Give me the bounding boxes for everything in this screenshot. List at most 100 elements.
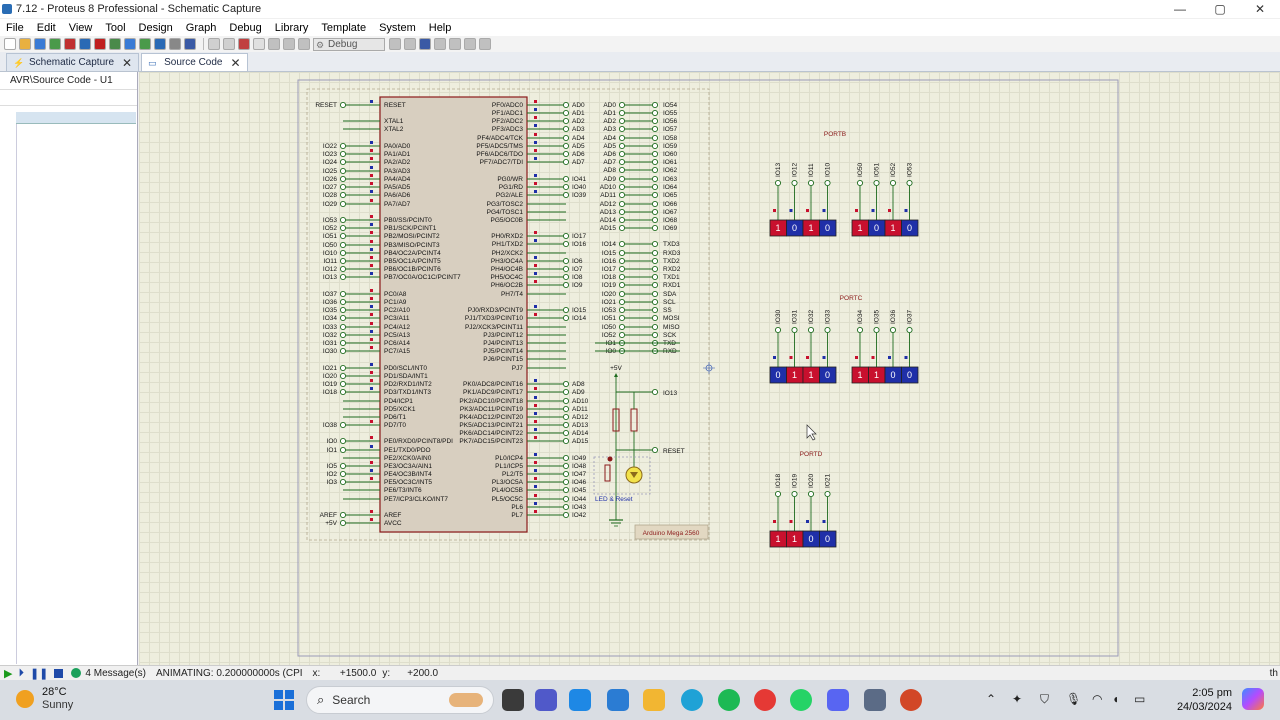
tab-source-code[interactable]: ▭ Source Code ✕ bbox=[141, 53, 248, 71]
play-icon[interactable]: ▶ bbox=[4, 667, 13, 680]
security-icon[interactable]: ⛉ bbox=[1040, 692, 1050, 706]
weather-condition: Sunny bbox=[42, 699, 74, 711]
page-icon[interactable] bbox=[253, 38, 265, 50]
pin-state-marker bbox=[534, 280, 537, 283]
pin-state-marker bbox=[534, 379, 537, 382]
logic-probe-value: 1 bbox=[808, 370, 813, 380]
cut-icon[interactable] bbox=[223, 38, 235, 50]
net-terminal bbox=[339, 167, 347, 175]
outlook-icon[interactable] bbox=[569, 689, 591, 711]
powerpoint-icon[interactable] bbox=[900, 689, 922, 711]
paste-icon[interactable] bbox=[479, 38, 491, 50]
net-terminal bbox=[339, 224, 347, 232]
right-net-label: IO46 bbox=[572, 479, 586, 486]
step-icon[interactable]: ⏵ bbox=[18, 666, 24, 679]
menu-edit[interactable]: Edit bbox=[36, 21, 56, 34]
microphone-icon[interactable]: 🎙 bbox=[1066, 692, 1082, 706]
zoom-in-icon[interactable] bbox=[434, 38, 446, 50]
save-file-icon[interactable] bbox=[34, 38, 46, 50]
menu-help[interactable]: Help bbox=[428, 21, 452, 34]
tab-schematic-capture[interactable]: ⚡ Schematic Capture ✕ bbox=[6, 53, 140, 71]
probe-pin-label: IO52 bbox=[890, 163, 897, 177]
panel-body[interactable] bbox=[16, 124, 136, 664]
proteus-app-icon bbox=[2, 4, 12, 14]
pin-state-marker bbox=[534, 108, 537, 111]
net-terminal bbox=[651, 257, 659, 265]
help-icon[interactable] bbox=[184, 38, 196, 50]
pin-state-marker bbox=[534, 239, 537, 242]
pin-state-marker bbox=[534, 124, 537, 127]
bridge-net-label: IO0 bbox=[606, 348, 617, 355]
search-icon[interactable] bbox=[419, 38, 431, 50]
discord-icon[interactable] bbox=[827, 689, 849, 711]
right-pin-label: PH1/TXD2 bbox=[492, 241, 523, 248]
right-net-label: IO39 bbox=[572, 192, 586, 199]
volume-icon[interactable]: ◖ bbox=[1112, 692, 1120, 706]
edge-icon[interactable] bbox=[681, 689, 703, 711]
menu-debug[interactable]: Debug bbox=[229, 21, 262, 34]
library-icon[interactable] bbox=[139, 38, 151, 50]
battery-icon[interactable]: ▭ bbox=[1134, 692, 1146, 706]
menu-template[interactable]: Template bbox=[321, 21, 367, 34]
delete-icon[interactable] bbox=[238, 38, 250, 50]
bom-icon[interactable] bbox=[154, 38, 166, 50]
menu-system[interactable]: System bbox=[379, 21, 416, 34]
play-icon[interactable] bbox=[124, 38, 136, 50]
menu-view[interactable]: View bbox=[68, 21, 93, 34]
paste-icon[interactable] bbox=[283, 38, 295, 50]
menu-file[interactable]: File bbox=[6, 21, 24, 34]
chrome-icon[interactable] bbox=[754, 689, 776, 711]
schematic-drawing[interactable]: RESETRESETXTAL1XTAL2PA0/AD0IO22PA1/AD1IO… bbox=[139, 72, 1280, 665]
menu-library[interactable]: Library bbox=[274, 21, 309, 34]
zoom-icon[interactable] bbox=[208, 38, 220, 50]
close-button[interactable]: ✕ bbox=[1254, 2, 1266, 16]
redo-icon[interactable] bbox=[389, 38, 401, 50]
print-icon[interactable] bbox=[64, 38, 76, 50]
file-explorer-icon[interactable] bbox=[643, 689, 665, 711]
maximize-button[interactable]: ▢ bbox=[1214, 2, 1226, 16]
chip-icon[interactable] bbox=[109, 38, 121, 50]
menu-graph[interactable]: Graph bbox=[185, 21, 217, 34]
netlist-icon[interactable] bbox=[169, 38, 181, 50]
open-file-icon[interactable] bbox=[19, 38, 31, 50]
pin-state-marker bbox=[534, 116, 537, 119]
right-net-label: AD3 bbox=[572, 126, 585, 133]
task-view-icon[interactable] bbox=[502, 689, 524, 711]
menu-design[interactable]: Design bbox=[138, 21, 173, 34]
teams-icon[interactable] bbox=[535, 689, 557, 711]
right-pin-label: PL4/OC5B bbox=[492, 487, 523, 494]
undo-icon[interactable] bbox=[298, 38, 310, 50]
whatsapp-icon[interactable] bbox=[790, 689, 812, 711]
copy-icon[interactable] bbox=[464, 38, 476, 50]
pin-state-marker bbox=[370, 420, 373, 423]
close-tab-icon[interactable]: ✕ bbox=[230, 55, 241, 70]
spotify-icon[interactable] bbox=[718, 689, 740, 711]
tray-app-icon[interactable]: ✦ bbox=[1012, 692, 1023, 706]
proteus-taskbar-icon[interactable] bbox=[864, 689, 886, 711]
pin-state-marker bbox=[534, 412, 537, 415]
refresh-icon[interactable] bbox=[404, 38, 416, 50]
taskbar-search[interactable]: ⌕ Search bbox=[306, 686, 494, 714]
message-count[interactable]: 4 Message(s) bbox=[85, 667, 146, 679]
chevron-up-icon[interactable]: ⌃ bbox=[986, 692, 997, 706]
start-button[interactable] bbox=[274, 690, 294, 710]
import-icon[interactable] bbox=[49, 38, 61, 50]
cut-icon[interactable] bbox=[449, 38, 461, 50]
logic-probe bbox=[819, 219, 837, 237]
stop-icon[interactable] bbox=[94, 38, 106, 50]
stop-icon[interactable] bbox=[54, 668, 64, 678]
system-clock[interactable]: 2:05 pm 24/03/2024 bbox=[1177, 686, 1232, 714]
menu-tool[interactable]: Tool bbox=[105, 21, 126, 34]
new-file-icon[interactable] bbox=[4, 38, 16, 50]
wifi-icon[interactable]: ◠ bbox=[1092, 692, 1103, 706]
close-tab-icon[interactable]: ✕ bbox=[122, 55, 133, 70]
copy-icon[interactable] bbox=[268, 38, 280, 50]
store-icon[interactable] bbox=[607, 689, 629, 711]
pause-icon[interactable]: ❚❚ bbox=[29, 667, 49, 680]
debug-config-select[interactable]: ⚙Debug bbox=[313, 37, 385, 51]
copilot-icon[interactable] bbox=[1242, 688, 1264, 710]
weather-widget[interactable]: 28°C Sunny bbox=[16, 686, 73, 712]
minimize-button[interactable]: — bbox=[1174, 2, 1186, 16]
close-icon[interactable] bbox=[79, 38, 91, 50]
